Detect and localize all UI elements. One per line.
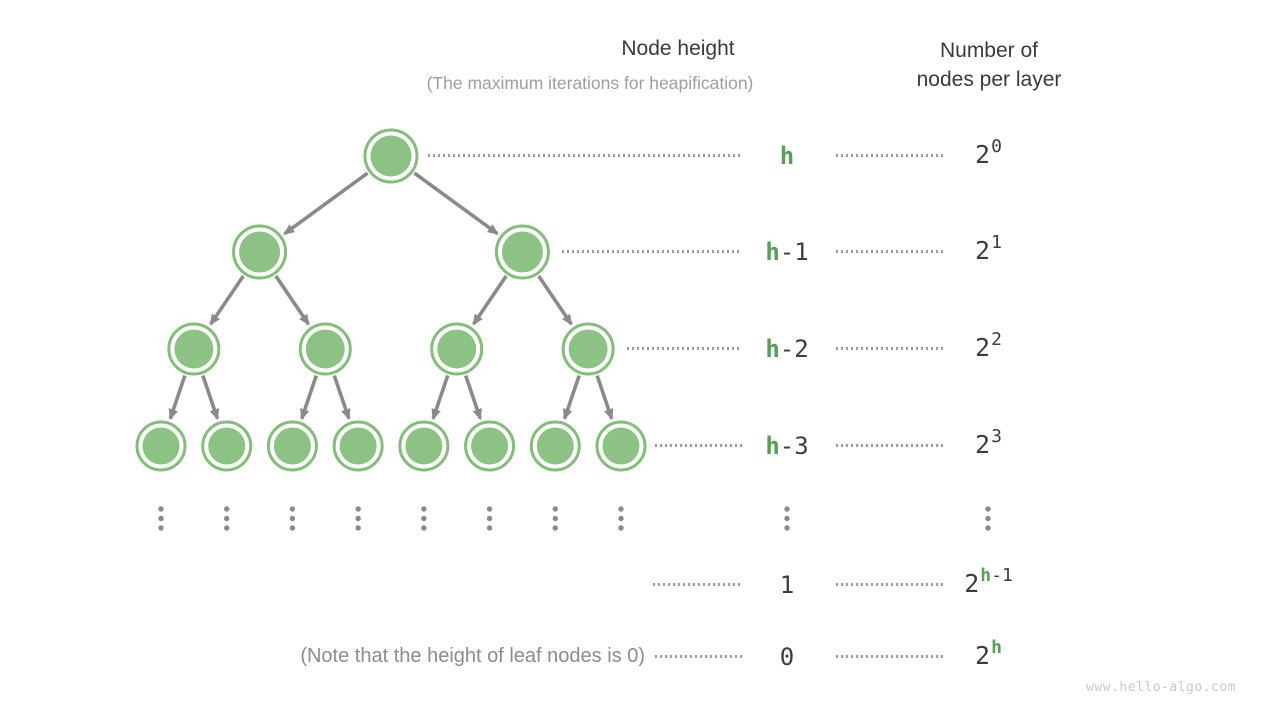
leader-line (627, 347, 741, 350)
leader-line (428, 154, 741, 157)
height-label-rest: -2 (779, 335, 809, 363)
height-label-h: h (737, 142, 837, 170)
height-label-1: 1 (737, 571, 837, 599)
leader-line (836, 250, 944, 253)
leader-line (655, 655, 742, 658)
height-label-green-part: h (765, 335, 780, 363)
height-label-rest: 0 (779, 643, 795, 671)
height-label-h-3: h-3 (737, 432, 837, 460)
height-label-h-1: h-1 (737, 238, 837, 266)
count-base: 2 (964, 569, 980, 598)
nodes-per-layer-line1: Number of (939, 39, 1039, 62)
count-base: 2 (975, 236, 991, 265)
count-base: 2 (975, 430, 991, 459)
watermark: www.hello-algo.com (1086, 680, 1236, 695)
count-sup-green: h (980, 564, 992, 586)
node-count-2-1: 21 (936, 233, 1040, 265)
height-label-rest: -3 (779, 432, 809, 460)
height-label-green-part: h (765, 432, 780, 460)
height-label-rest: 1 (779, 571, 795, 599)
count-sup: 0 (991, 135, 1002, 157)
node-count-2-2: 22 (936, 330, 1040, 362)
nodes-per-layer-column-title: Number of nodes per layer (839, 36, 1139, 94)
count-base: 2 (975, 140, 991, 169)
leader-line (562, 250, 741, 253)
leader-line (653, 583, 742, 586)
count-sup: 2 (991, 328, 1002, 350)
height-label-rest: -1 (779, 238, 809, 266)
leader-line (836, 583, 944, 586)
count-sup: -1 (991, 564, 1013, 586)
node-count-2-h-1: 2h-1 (936, 566, 1040, 598)
node-count-2-0: 20 (936, 137, 1040, 169)
height-label-green-part: h (765, 238, 780, 266)
node-height-column-subtitle: (The maximum iterations for heapificatio… (426, 73, 754, 93)
leaf-height-note: (Note that the height of leaf nodes is 0… (300, 645, 645, 667)
leader-line (836, 154, 944, 157)
count-base: 2 (975, 641, 991, 670)
nodes-per-layer-line2: nodes per layer (916, 68, 1062, 91)
height-label-green-part: h (779, 142, 795, 170)
node-height-column-title: Node height (621, 37, 735, 60)
count-sup-green: h (991, 636, 1002, 658)
leader-line (836, 444, 944, 447)
count-sup: 3 (991, 425, 1002, 447)
count-base: 2 (975, 333, 991, 362)
leader-line (655, 444, 742, 447)
leader-line (836, 655, 944, 658)
leader-line (836, 347, 944, 350)
count-sup: 1 (991, 231, 1002, 253)
height-label-0: 0 (737, 643, 837, 671)
node-count-2-h: 2h (936, 638, 1040, 670)
node-count-2-3: 23 (936, 427, 1040, 459)
height-label-h-2: h-2 (737, 335, 837, 363)
